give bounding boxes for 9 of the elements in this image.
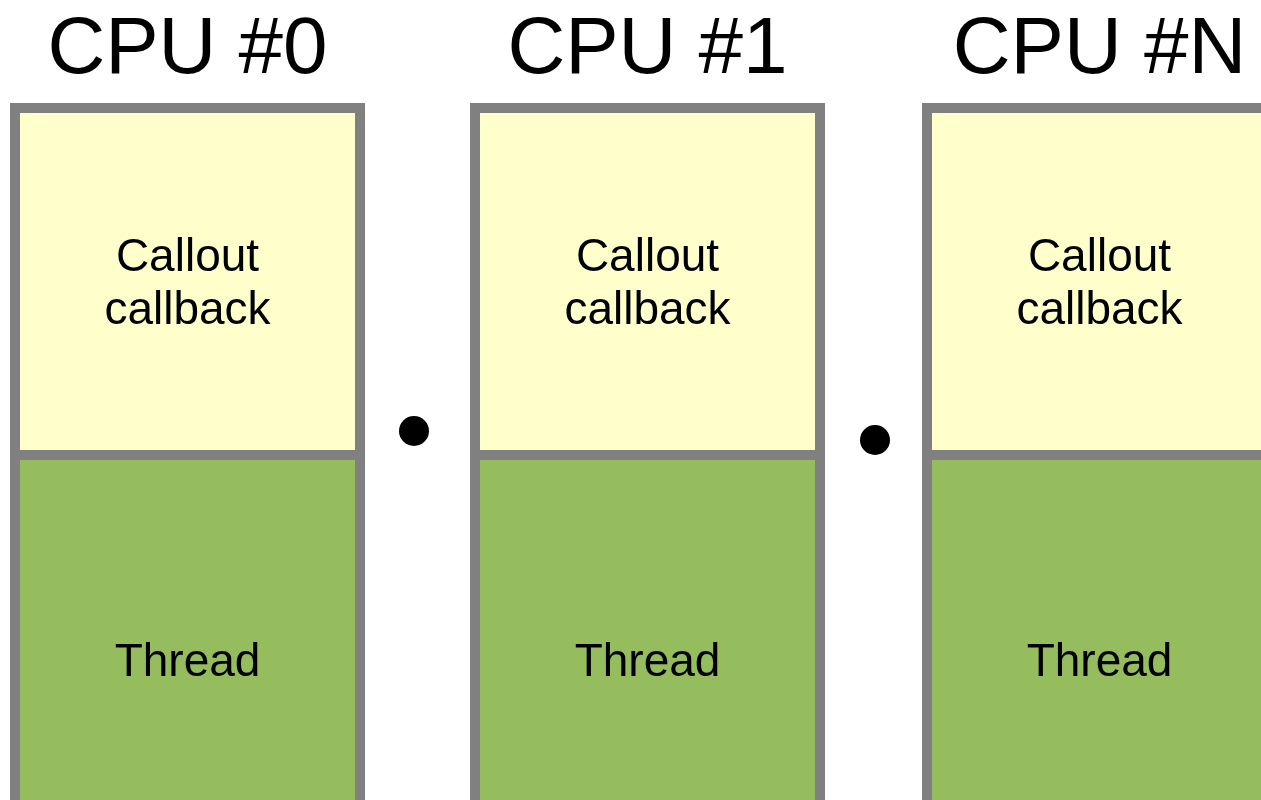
callout-section: Callout callback (932, 113, 1261, 450)
cpu-label: CPU #0 (46, 0, 329, 92)
thread-section: Thread (20, 460, 355, 800)
thread-section: Thread (480, 460, 815, 800)
cpu-label: CPU #N (951, 0, 1248, 92)
callout-section: Callout callback (20, 113, 355, 450)
cpu-label: CPU #1 (506, 0, 789, 92)
callout-section: Callout callback (480, 113, 815, 450)
thread-section: Thread (932, 460, 1261, 800)
